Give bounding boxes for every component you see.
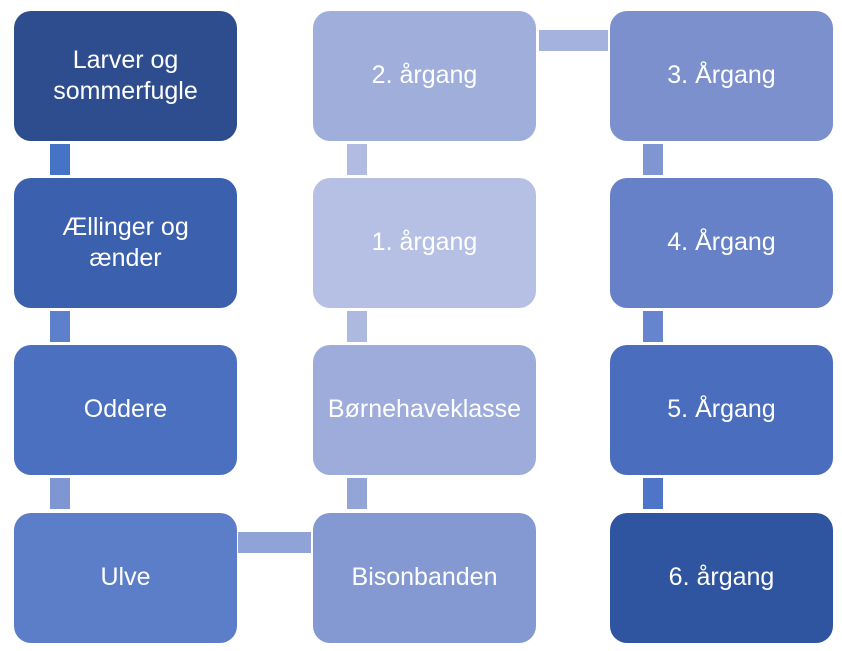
node-label: 2. årgang [371, 61, 478, 90]
connector-4-aargang-to-5-aargang [643, 311, 663, 342]
node-label: 6. årgang [668, 563, 775, 592]
node-label: Larver og sommerfugle [53, 45, 198, 105]
node-label: Ællinger og ænder [62, 212, 189, 272]
node-bisonbanden[interactable]: Bisonbanden [313, 513, 536, 643]
node-larver-og-sommerfugle[interactable]: Larver og sommerfugle [14, 11, 237, 141]
node-1-aargang[interactable]: 1. årgang [313, 178, 536, 308]
connector-2-aargang-to-3-aargang [539, 30, 608, 51]
connector-aellinger-to-oddere [50, 311, 70, 342]
node-label: Ulve [100, 563, 151, 592]
node-ulve[interactable]: Ulve [14, 513, 237, 643]
node-5-aargang[interactable]: 5. Årgang [610, 345, 833, 475]
node-label: Bisonbanden [351, 563, 498, 592]
node-label: 5. Årgang [667, 395, 776, 424]
connector-oddere-to-ulve [50, 478, 70, 509]
connector-5-aargang-to-6-aargang [643, 478, 663, 509]
connector-boernehaveklasse-to-1-aargang [347, 311, 367, 342]
node-4-aargang[interactable]: 4. Årgang [610, 178, 833, 308]
connector-bisonbanden-to-boernehaveklasse [347, 478, 367, 509]
node-label: Oddere [83, 395, 168, 424]
node-label: 1. årgang [371, 228, 478, 257]
node-oddere[interactable]: Oddere [14, 345, 237, 475]
connector-ulve-to-bisonbanden [238, 532, 311, 553]
connector-larver-to-aellinger [50, 144, 70, 175]
node-label: Børnehaveklasse [327, 395, 522, 424]
node-aellinger-og-aender[interactable]: Ællinger og ænder [14, 178, 237, 308]
node-boernehaveklasse[interactable]: Børnehaveklasse [313, 345, 536, 475]
node-3-aargang[interactable]: 3. Årgang [610, 11, 833, 141]
connector-1-aargang-to-2-aargang [347, 144, 367, 175]
connector-3-aargang-to-4-aargang [643, 144, 663, 175]
node-label: 3. Årgang [667, 61, 776, 90]
node-label: 4. Årgang [667, 228, 776, 257]
node-2-aargang[interactable]: 2. årgang [313, 11, 536, 141]
node-6-aargang[interactable]: 6. årgang [610, 513, 833, 643]
